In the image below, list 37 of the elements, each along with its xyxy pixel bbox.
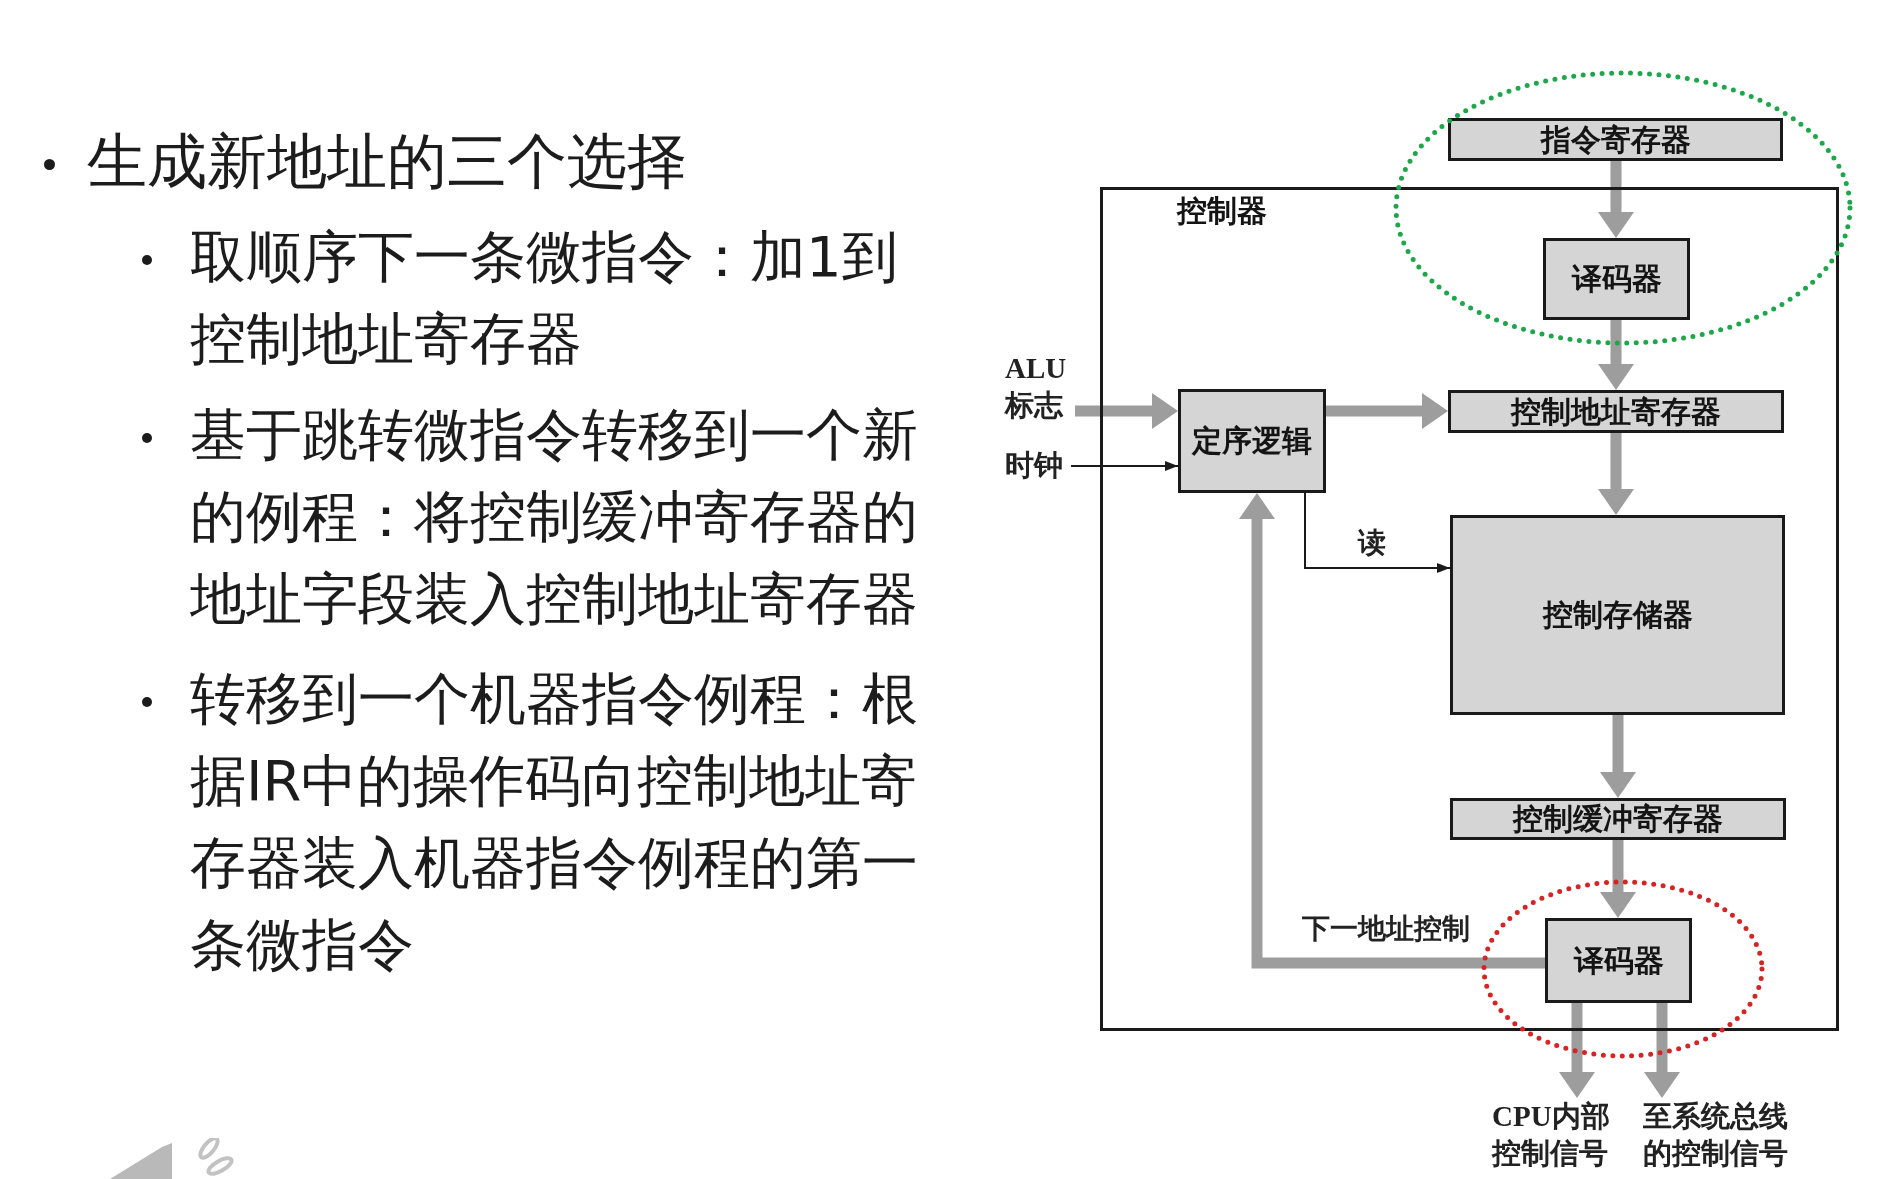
block-label: 控制地址寄存器 (1511, 394, 1721, 429)
input-label: ALU标志 (1005, 350, 1075, 428)
arrow (1326, 393, 1448, 429)
block-label: 控制缓冲寄存器 (1513, 802, 1723, 836)
arrow (1075, 393, 1178, 429)
arrow (1070, 461, 1179, 471)
block-label: 译码器 (1571, 262, 1662, 296)
edge-label: 下一地址控制 (1300, 913, 1472, 945)
block-label: 控制存储器 (1542, 598, 1693, 632)
bullet-text: 取顺序下一条微指令：加1到控制地址寄存器 (190, 223, 899, 373)
block-label: 指令寄存器 (1540, 122, 1691, 157)
decoder-box (1545, 918, 1692, 1003)
arrow (1598, 433, 1634, 515)
arrow (1644, 1003, 1680, 1098)
decoder-box (1543, 238, 1690, 320)
output-label: 至系统总线的控制信号 (1643, 1098, 1805, 1172)
arrow (1598, 161, 1634, 238)
arrow (1559, 1003, 1595, 1098)
bullet-text: 生成新地址的三个选择 (87, 125, 688, 198)
bullet-text: 基于跳转微指令转移到一个新的例程：将控制缓冲寄存器的地址字段装入控制地址寄存器 (190, 401, 919, 633)
block-label: 译码器 (1573, 943, 1664, 978)
register-box (1448, 118, 1783, 161)
arrow (1598, 320, 1634, 390)
bullet-text: 转移到一个机器指令例程：根据IR中的操作码向控制地址寄存器装入机器指令例程的第一条微指令 (190, 665, 919, 979)
register-box (1448, 390, 1784, 433)
edge-label: 读 (1356, 527, 1388, 559)
arrow (1239, 493, 1545, 969)
register-box (1450, 798, 1786, 840)
logic-box (1178, 389, 1326, 493)
arrow (1304, 492, 1451, 573)
input-label: 时钟 (1005, 447, 1071, 485)
frame-title: 控制器 (1177, 194, 1267, 228)
block-label: 定序逻辑 (1192, 424, 1312, 458)
arrow (1600, 715, 1636, 798)
output-label: CPU内部控制信号 (1492, 1098, 1626, 1172)
memory-box (1450, 515, 1785, 715)
controller-frame (1100, 187, 1839, 1031)
